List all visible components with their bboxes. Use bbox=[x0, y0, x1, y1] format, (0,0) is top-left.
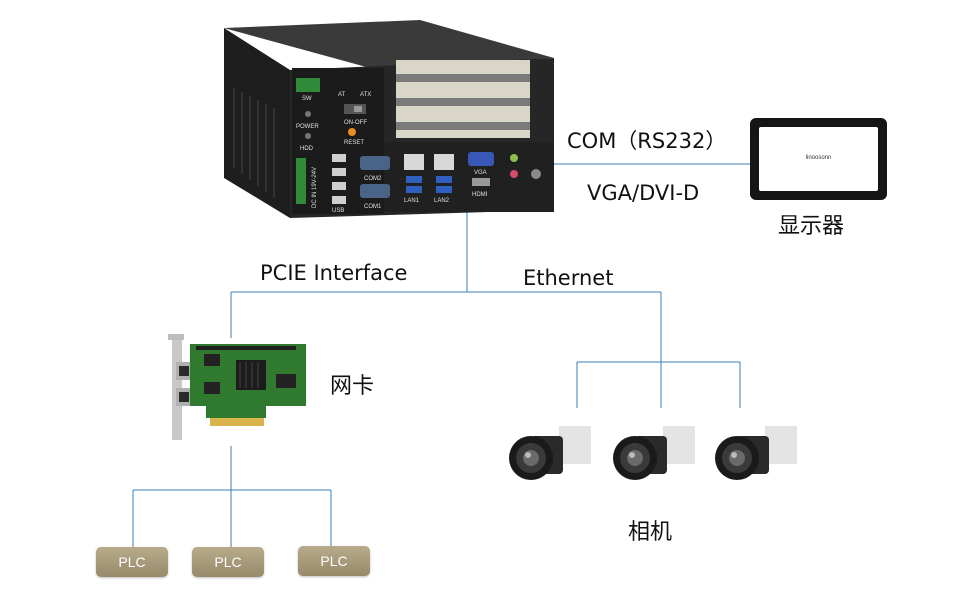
industrial-pc-illustration: SW AT ATX POWER ON-OFF HDD RESET COM2 CO… bbox=[224, 20, 554, 218]
camera-label: 相机 bbox=[628, 520, 673, 545]
ethernet-label: Ethernet bbox=[523, 266, 614, 290]
plc-box: PLC bbox=[96, 547, 168, 577]
panel-vga-label: VGA bbox=[474, 170, 487, 176]
panel-hdmi-label: HDMI bbox=[472, 192, 488, 198]
monitor-label: 显示器 bbox=[778, 214, 845, 239]
monitor-screen-text: linoosonn bbox=[805, 155, 832, 161]
network-card-illustration bbox=[168, 334, 306, 440]
panel-atx-label: ATX bbox=[360, 92, 371, 98]
vga-dvi-label: VGA/DVI-D bbox=[587, 181, 700, 205]
panel-com1-label: COM1 bbox=[364, 204, 382, 210]
panel-hdd-label: HDD bbox=[300, 146, 314, 152]
nic-label: 网卡 bbox=[330, 374, 375, 399]
camera-1-illustration bbox=[509, 426, 591, 480]
monitor-illustration: linoosonn bbox=[750, 118, 887, 200]
panel-com2-label: COM2 bbox=[364, 176, 382, 182]
panel-dcin-label: DC IN 19V-24V bbox=[312, 167, 318, 208]
com-rs232-label: COM（RS232） bbox=[567, 129, 727, 153]
camera-2-illustration bbox=[613, 426, 695, 480]
panel-lan1-label: LAN1 bbox=[404, 198, 420, 204]
plc-box: PLC bbox=[298, 546, 370, 576]
panel-lan2-label: LAN2 bbox=[434, 198, 450, 204]
monitor-screen: linoosonn bbox=[759, 127, 878, 191]
pcie-interface-label: PCIE Interface bbox=[260, 261, 408, 285]
panel-usb-label: USB bbox=[332, 208, 344, 214]
panel-reset-label: RESET bbox=[344, 140, 364, 146]
camera-3-illustration bbox=[715, 426, 797, 480]
plc-box: PLC bbox=[192, 547, 264, 577]
panel-sw-label: SW bbox=[302, 96, 312, 102]
panel-power-label: POWER bbox=[296, 124, 319, 130]
panel-onoff-label: ON-OFF bbox=[344, 120, 367, 126]
panel-at-label: AT bbox=[338, 92, 346, 98]
